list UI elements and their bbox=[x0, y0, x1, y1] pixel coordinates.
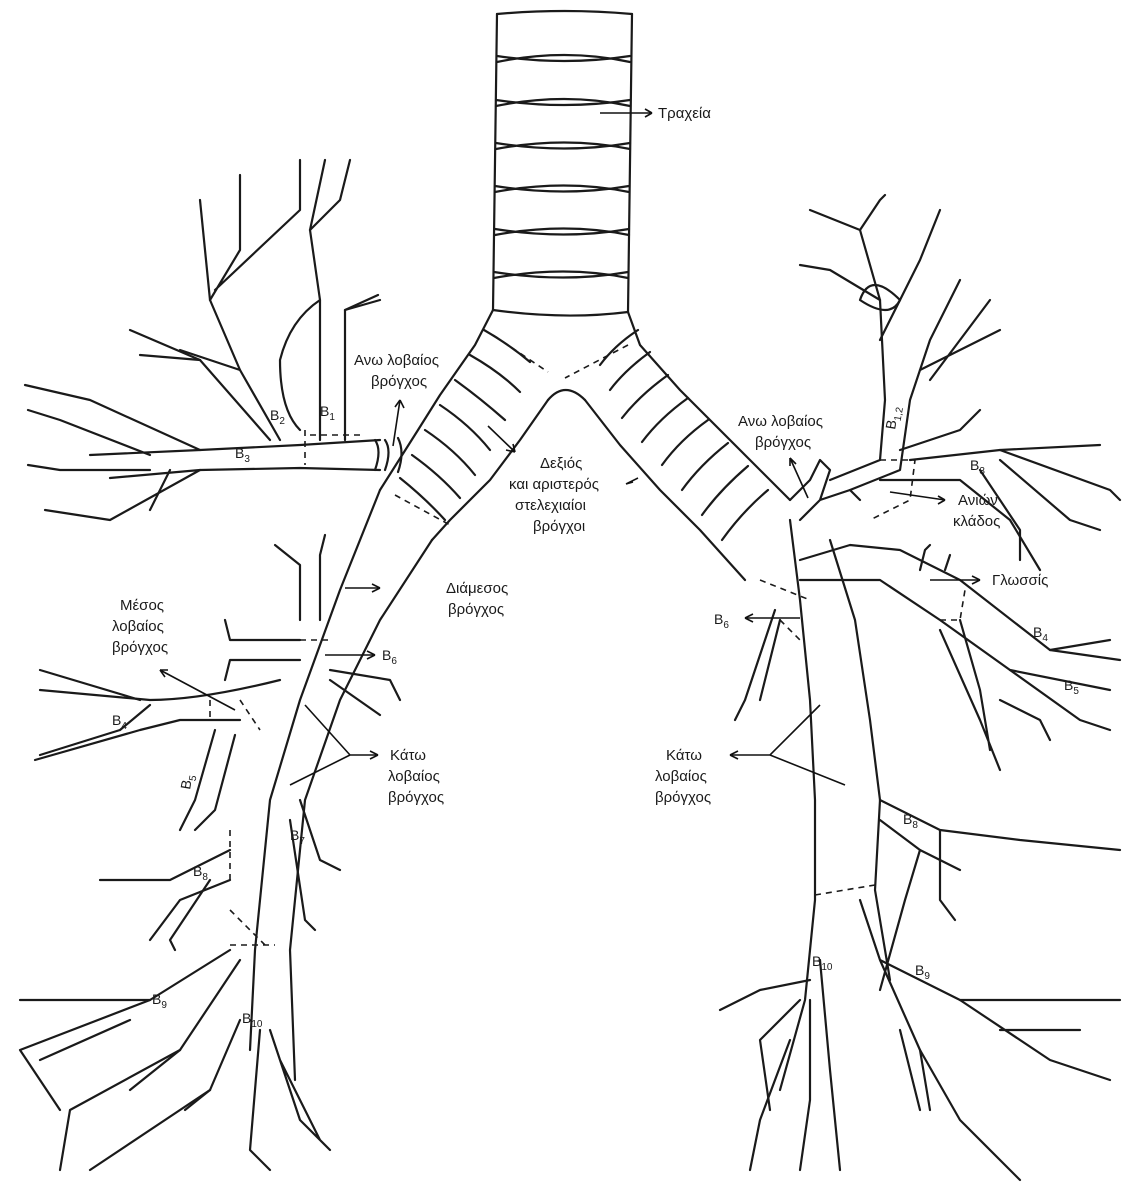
label-right-lower-lobe-bronchus-3: βρόγχος bbox=[388, 789, 444, 806]
label-main-bronchi-4: βρόγχοι bbox=[533, 518, 585, 535]
seg-left-b5: B5 bbox=[1064, 677, 1079, 697]
seg-left-b3: B3 bbox=[970, 457, 985, 477]
leader-lines bbox=[160, 109, 980, 785]
left-lingula-branches bbox=[800, 545, 1120, 770]
trachea bbox=[493, 11, 632, 316]
label-main-bronchi-3: στελεχιαίοι bbox=[515, 497, 586, 514]
left-lower-lobe bbox=[735, 520, 890, 1090]
annotation-labels: Τραχεία Ανω λοβαίος βρόγχος Δεξιός και α… bbox=[112, 105, 1048, 806]
label-right-lower-lobe-bronchus-1: Κάτω bbox=[390, 747, 426, 764]
seg-right-b2: B2 bbox=[270, 407, 285, 427]
seg-left-b4: B4 bbox=[1033, 624, 1048, 644]
label-trachea: Τραχεία bbox=[658, 105, 711, 122]
seg-right-b6: B6 bbox=[382, 647, 397, 667]
seg-left-b8: B8 bbox=[903, 811, 918, 831]
label-left-lower-lobe-bronchus-1: Κάτω bbox=[666, 747, 702, 764]
label-right-upper-lobe-bronchus-1: Ανω λοβαίος bbox=[354, 352, 439, 369]
label-ascending-branch-1: Ανιών bbox=[958, 492, 998, 509]
label-left-upper-lobe-bronchus-2: βρόγχος bbox=[755, 434, 811, 451]
seg-left-b6: B6 bbox=[714, 611, 729, 631]
left-lower-segment-branches bbox=[720, 800, 1120, 1180]
carina bbox=[548, 390, 585, 400]
label-right-upper-lobe-bronchus-2: βρόγχος bbox=[371, 373, 427, 390]
label-left-lower-lobe-bronchus-2: λοβαίος bbox=[655, 768, 707, 785]
label-lingula: Γλωσσίς bbox=[992, 572, 1048, 589]
segment-labels-right: B1 B2 B3 B4 B5 B6 B7 B8 B9 B10 bbox=[112, 403, 397, 1030]
label-main-bronchi-1: Δεξιός bbox=[540, 455, 582, 472]
seg-right-b5: B5 bbox=[177, 773, 199, 792]
seg-left-b10: B10 bbox=[812, 953, 833, 973]
seg-right-b1: B1 bbox=[320, 403, 335, 423]
segment-labels-left: B1,2 B3 B4 B5 B6 B8 B9 B10 bbox=[714, 404, 1079, 982]
label-middle-lobe-bronchus-1: Μέσος bbox=[120, 597, 164, 614]
seg-right-b9: B9 bbox=[152, 991, 167, 1011]
seg-left-b12: B1,2 bbox=[882, 404, 906, 431]
right-intermediate-bronchus bbox=[230, 490, 432, 1080]
right-middle-lobe-branches bbox=[35, 670, 280, 830]
label-middle-lobe-bronchus-3: βρόγχος bbox=[112, 639, 168, 656]
label-intermediate-bronchus-2: βρόγχος bbox=[448, 601, 504, 618]
label-ascending-branch-2: κλάδος bbox=[953, 513, 1000, 530]
right-b6-branches bbox=[225, 535, 400, 715]
label-main-bronchi-2: και αριστερός bbox=[509, 476, 599, 493]
seg-right-b8: B8 bbox=[193, 863, 208, 883]
label-left-upper-lobe-bronchus-1: Ανω λοβαίος bbox=[738, 413, 823, 430]
label-left-lower-lobe-bronchus-3: βρόγχος bbox=[655, 789, 711, 806]
label-middle-lobe-bronchus-2: λοβαίος bbox=[112, 618, 164, 635]
label-intermediate-bronchus-1: Διάμεσος bbox=[446, 580, 508, 597]
right-upper-lobe-branches bbox=[25, 160, 402, 520]
label-right-lower-lobe-bronchus-2: λοβαίος bbox=[388, 768, 440, 785]
